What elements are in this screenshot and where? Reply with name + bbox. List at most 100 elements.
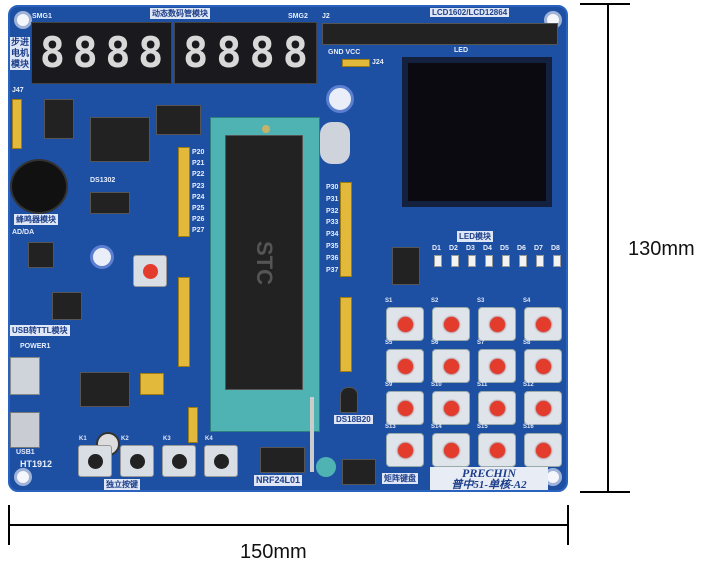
key-cap	[444, 401, 459, 416]
pin-label: P34	[326, 231, 339, 239]
led-d6	[519, 255, 527, 267]
key-cap	[536, 359, 551, 374]
matrix-label: 矩阵键盘	[382, 473, 418, 484]
zif-lever[interactable]	[310, 397, 314, 472]
micro-usb-port[interactable]	[10, 412, 40, 448]
pin-label: P26	[192, 216, 205, 224]
height-dimension-line	[607, 5, 609, 491]
pin-header-p0	[178, 277, 190, 367]
independent-key-k1[interactable]: K1	[78, 436, 112, 477]
usb-ttl-label: USB转TTL模块	[10, 325, 70, 336]
dimension-tick-top	[580, 3, 630, 5]
key-cap	[444, 317, 459, 332]
independent-key-k3[interactable]: K3	[162, 436, 196, 477]
chip	[44, 99, 74, 139]
key-cap	[444, 443, 459, 458]
mount-hole	[14, 11, 32, 29]
key-cap	[88, 454, 103, 469]
matrix-key-s13[interactable]: S13	[385, 424, 424, 467]
key-cap	[536, 401, 551, 416]
tft-lcd-screen	[402, 57, 552, 207]
led-label-text: D8	[551, 245, 560, 252]
key-label: S4	[523, 298, 531, 304]
matrix-key-s7[interactable]: S7	[477, 340, 516, 383]
pin-label: P27	[192, 227, 205, 235]
j24-label: J24	[372, 59, 384, 66]
matrix-key-s6[interactable]: S6	[431, 340, 470, 383]
matrix-key-s12[interactable]: S12	[523, 382, 562, 425]
led-label-text: D4	[483, 245, 492, 252]
pin-header	[188, 407, 198, 443]
led-label-text: D5	[500, 245, 509, 252]
led-label: D2	[449, 245, 458, 252]
j47-label: J47	[12, 87, 24, 94]
buzzer	[10, 159, 68, 214]
digit: 8	[137, 28, 164, 77]
digit: 8	[72, 28, 98, 77]
key-cap	[490, 401, 505, 416]
key-cap	[444, 359, 459, 374]
ds18b20-label: DS18B20	[334, 415, 373, 424]
potentiometer	[326, 85, 354, 113]
gnd-vcc-label: GND VCC	[328, 49, 361, 56]
matrix-key-s16[interactable]: S16	[523, 424, 562, 467]
buzzer-label: 蜂鸣器模块	[14, 214, 58, 225]
pin-header	[12, 99, 22, 149]
chip	[90, 117, 150, 162]
led-d7	[536, 255, 544, 267]
matrix-key-s3[interactable]: S3	[477, 298, 516, 341]
jumper	[342, 59, 370, 67]
key-label: S5	[385, 340, 393, 346]
matrix-key-s15[interactable]: S15	[477, 424, 516, 467]
key-cap	[398, 317, 413, 332]
independent-key-k4[interactable]: K4	[204, 436, 238, 477]
ds1302-label: DS1302	[90, 177, 116, 184]
digit: 8	[216, 28, 242, 77]
matrix-key-s5[interactable]: S5	[385, 340, 424, 383]
led-d1	[434, 255, 442, 267]
pin-label: P32	[326, 207, 339, 215]
model-text: 普中51-单核-A2	[451, 479, 527, 491]
usb-label: USB1	[16, 449, 35, 456]
led-d3	[468, 255, 476, 267]
pin-label: P33	[326, 219, 339, 227]
matrix-key-s14[interactable]: S14	[431, 424, 470, 467]
matrix-key-s10[interactable]: S10	[431, 382, 470, 425]
width-dimension-line	[8, 524, 568, 526]
key-label: K3	[163, 436, 171, 442]
led-label: D6	[517, 245, 526, 252]
matrix-key-s8[interactable]: S8	[523, 340, 562, 383]
crystal	[90, 192, 130, 214]
matrix-key-s11[interactable]: S11	[477, 382, 516, 425]
jumper	[140, 373, 164, 395]
key-cap	[398, 359, 413, 374]
pin-label: P35	[326, 242, 339, 250]
key-label: S1	[385, 298, 393, 304]
adda-label: AD/DA	[12, 229, 35, 236]
reset-button[interactable]	[133, 255, 167, 287]
lcd-label: LED	[454, 47, 468, 54]
key-label: K2	[121, 436, 129, 442]
j2-label: J2	[322, 13, 330, 20]
matrix-key-s9[interactable]: S9	[385, 382, 424, 425]
pin-label: P30	[326, 184, 339, 191]
key-label: K1	[79, 436, 87, 442]
independent-key-k2[interactable]: K2	[120, 436, 154, 477]
brand-plate: PRECHIN 普中51-单核-A2	[430, 467, 548, 491]
digit: 8	[182, 28, 209, 77]
key-label: S14	[431, 424, 442, 430]
matrix-key-s4[interactable]: S4	[523, 298, 562, 341]
led-label: D4	[483, 245, 492, 252]
mount-hole	[14, 468, 32, 486]
key-label: S8	[523, 340, 531, 346]
led-label: D8	[551, 245, 560, 252]
matrix-key-s2[interactable]: S2	[431, 298, 470, 341]
crystal-oscillator	[320, 122, 350, 164]
matrix-key-s1[interactable]: S1	[385, 298, 424, 341]
power-switch[interactable]	[10, 357, 40, 395]
key-label: S11	[477, 382, 488, 388]
ds18b20-sensor	[340, 387, 358, 413]
digit: 8	[105, 28, 131, 77]
